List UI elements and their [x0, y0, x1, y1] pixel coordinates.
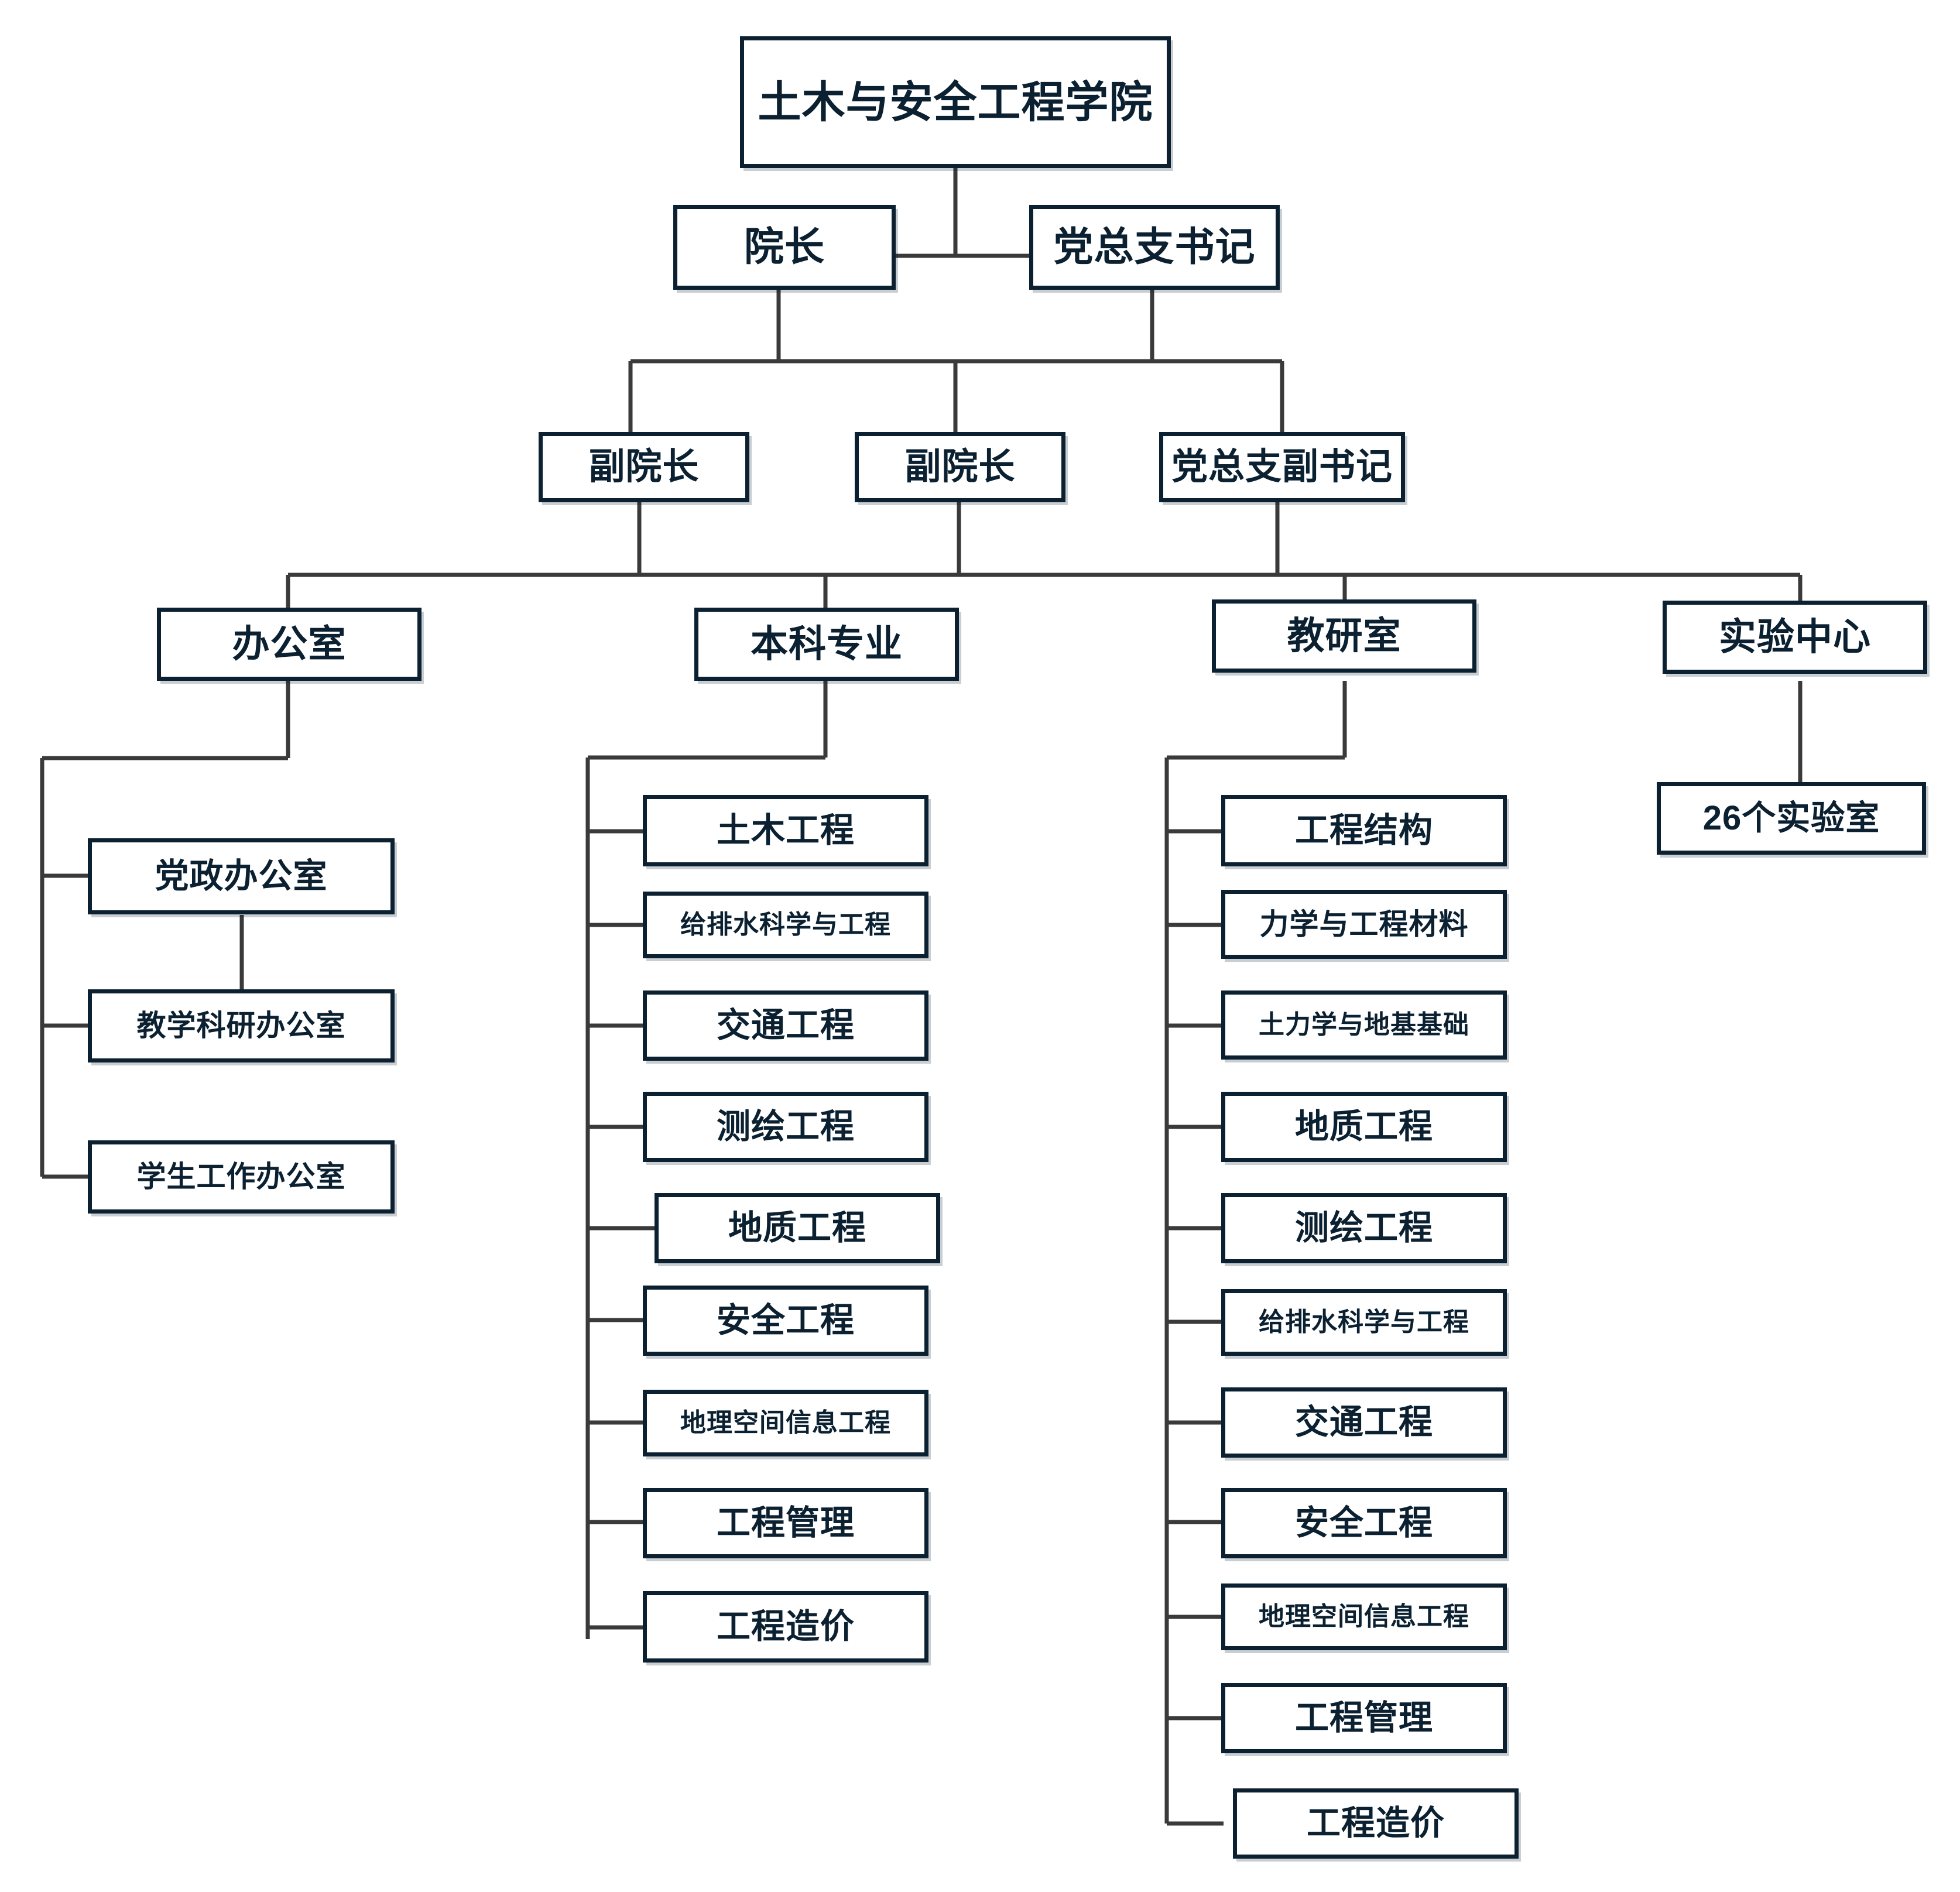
node-major-5-label: 安全工程	[716, 1301, 855, 1339]
node-party-secretary[interactable]: 党总支书记	[1029, 205, 1280, 290]
node-section-9-label: 工程管理	[1294, 1698, 1433, 1737]
node-section-0[interactable]: 工程结构	[1221, 795, 1507, 866]
node-deputy-party-secretary-label: 党总支副书记	[1171, 447, 1393, 488]
node-major-0-label: 土木工程	[716, 811, 855, 849]
node-group-office[interactable]: 办公室	[157, 608, 422, 681]
node-office-unit-1[interactable]: 教学科研办公室	[88, 989, 395, 1062]
node-section-2-label: 土力学与地基基础	[1259, 1010, 1469, 1039]
node-office-unit-0-label: 党政办公室	[155, 856, 328, 895]
node-office-unit-2[interactable]: 学生工作办公室	[88, 1140, 395, 1214]
node-section-1-label: 力学与工程材料	[1259, 907, 1469, 941]
node-section-10[interactable]: 工程造价	[1233, 1788, 1519, 1859]
node-section-8-label: 地理空间信息工程	[1259, 1602, 1469, 1631]
node-section-3-label: 地质工程	[1294, 1107, 1433, 1146]
node-section-9[interactable]: 工程管理	[1221, 1683, 1507, 1753]
node-major-3[interactable]: 测绘工程	[643, 1092, 928, 1162]
node-group-majors-label: 本科专业	[751, 622, 903, 665]
node-major-0[interactable]: 土木工程	[643, 795, 928, 866]
node-section-10-label: 工程造价	[1306, 1804, 1445, 1842]
node-major-8-label: 工程造价	[716, 1607, 855, 1646]
node-vice-dean-2-label: 副院长	[904, 447, 1016, 488]
node-major-2-label: 交通工程	[716, 1006, 855, 1044]
node-college[interactable]: 土木与安全工程学院	[740, 36, 1171, 168]
node-major-7[interactable]: 工程管理	[643, 1488, 928, 1558]
node-major-5[interactable]: 安全工程	[643, 1286, 928, 1356]
node-major-7-label: 工程管理	[716, 1503, 855, 1542]
node-college-label: 土木与安全工程学院	[758, 77, 1153, 126]
node-party-secretary-label: 党总支书记	[1053, 224, 1256, 269]
node-major-1-label: 给排水科学与工程	[680, 910, 891, 939]
node-section-5[interactable]: 给排水科学与工程	[1221, 1289, 1507, 1356]
node-section-6[interactable]: 交通工程	[1221, 1387, 1507, 1458]
node-vice-dean-1-label: 副院长	[588, 447, 700, 488]
node-major-6[interactable]: 地理空间信息工程	[643, 1390, 928, 1456]
node-major-4-label: 地质工程	[728, 1208, 866, 1247]
node-dean-label: 院长	[743, 224, 825, 269]
node-section-6-label: 交通工程	[1294, 1403, 1433, 1441]
node-section-5-label: 给排水科学与工程	[1259, 1307, 1469, 1336]
node-group-teaching-label: 教研室	[1287, 614, 1402, 657]
node-section-0-label: 工程结构	[1294, 811, 1433, 849]
node-major-8[interactable]: 工程造价	[643, 1591, 928, 1663]
node-major-3-label: 测绘工程	[716, 1107, 855, 1146]
node-office-unit-1-label: 教学科研办公室	[136, 1009, 346, 1043]
node-major-1[interactable]: 给排水科学与工程	[643, 892, 928, 958]
node-section-3[interactable]: 地质工程	[1221, 1092, 1507, 1162]
node-major-4[interactable]: 地质工程	[655, 1193, 940, 1263]
node-major-6-label: 地理空间信息工程	[680, 1408, 891, 1437]
node-deputy-party-secretary[interactable]: 党总支副书记	[1159, 432, 1405, 502]
node-vice-dean-1[interactable]: 副院长	[539, 432, 749, 502]
node-group-labs[interactable]: 实验中心	[1663, 601, 1927, 674]
node-section-7[interactable]: 安全工程	[1221, 1488, 1507, 1558]
node-group-office-label: 办公室	[232, 622, 347, 665]
node-office-unit-0[interactable]: 党政办公室	[88, 838, 395, 914]
node-lab-unit-0-label: 26个实验室	[1702, 798, 1880, 837]
node-group-labs-label: 实验中心	[1719, 615, 1871, 658]
node-section-7-label: 安全工程	[1294, 1503, 1433, 1542]
node-section-4[interactable]: 测绘工程	[1221, 1193, 1507, 1263]
node-dean[interactable]: 院长	[673, 205, 896, 290]
node-section-2[interactable]: 土力学与地基基础	[1221, 990, 1507, 1060]
node-group-majors[interactable]: 本科专业	[694, 608, 959, 681]
node-group-teaching[interactable]: 教研室	[1212, 599, 1476, 673]
node-section-1[interactable]: 力学与工程材料	[1221, 890, 1507, 959]
node-section-4-label: 测绘工程	[1294, 1208, 1433, 1247]
node-major-2[interactable]: 交通工程	[643, 990, 928, 1061]
node-section-8[interactable]: 地理空间信息工程	[1221, 1583, 1507, 1650]
node-lab-unit-0[interactable]: 26个实验室	[1657, 782, 1926, 855]
node-vice-dean-2[interactable]: 副院长	[855, 432, 1065, 502]
node-office-unit-2-label: 学生工作办公室	[136, 1160, 346, 1194]
